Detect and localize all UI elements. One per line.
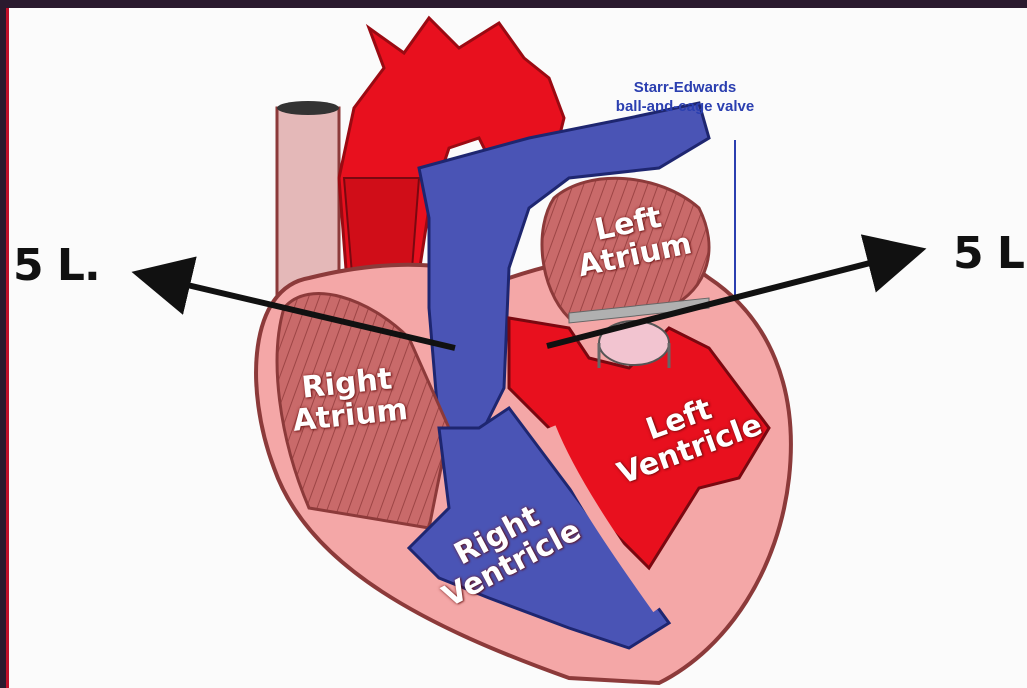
slide-canvas: 5 L. 5 L Starr-Edwards ball-and-cage val… (6, 8, 1027, 688)
valve-label: Starr-Edwards ball-and-cage valve (585, 78, 785, 116)
valve-label-line1: Starr-Edwards (585, 78, 785, 97)
right-atrium-label: Right Atrium (288, 362, 409, 438)
right-volume-label: 5 L (953, 228, 1024, 279)
left-volume-label: 5 L. (13, 240, 100, 291)
heart-diagram (9, 8, 1027, 688)
valve-label-line2: ball-and-cage valve (585, 97, 785, 116)
